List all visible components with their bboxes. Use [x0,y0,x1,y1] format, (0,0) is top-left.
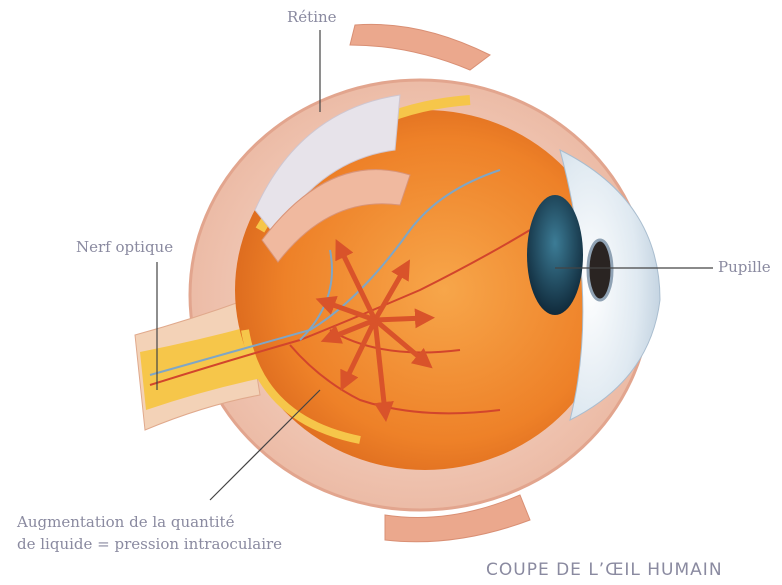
label-intraocular-pressure-line1: Augmentation de la quantité [17,511,282,533]
label-pupil: Pupille [718,258,771,276]
upper-eye-muscle [350,24,490,70]
label-retina: Rétine [287,8,337,26]
label-intraocular-pressure: Augmentation de la quantité de liquide =… [17,511,282,555]
diagram-caption: COUPE DE L’ŒIL HUMAIN [486,560,723,580]
crystalline-lens [527,195,583,315]
label-optic-nerve: Nerf optique [76,238,173,256]
label-intraocular-pressure-line2: de liquide = pression intraoculaire [17,533,282,555]
pupil [588,240,612,300]
